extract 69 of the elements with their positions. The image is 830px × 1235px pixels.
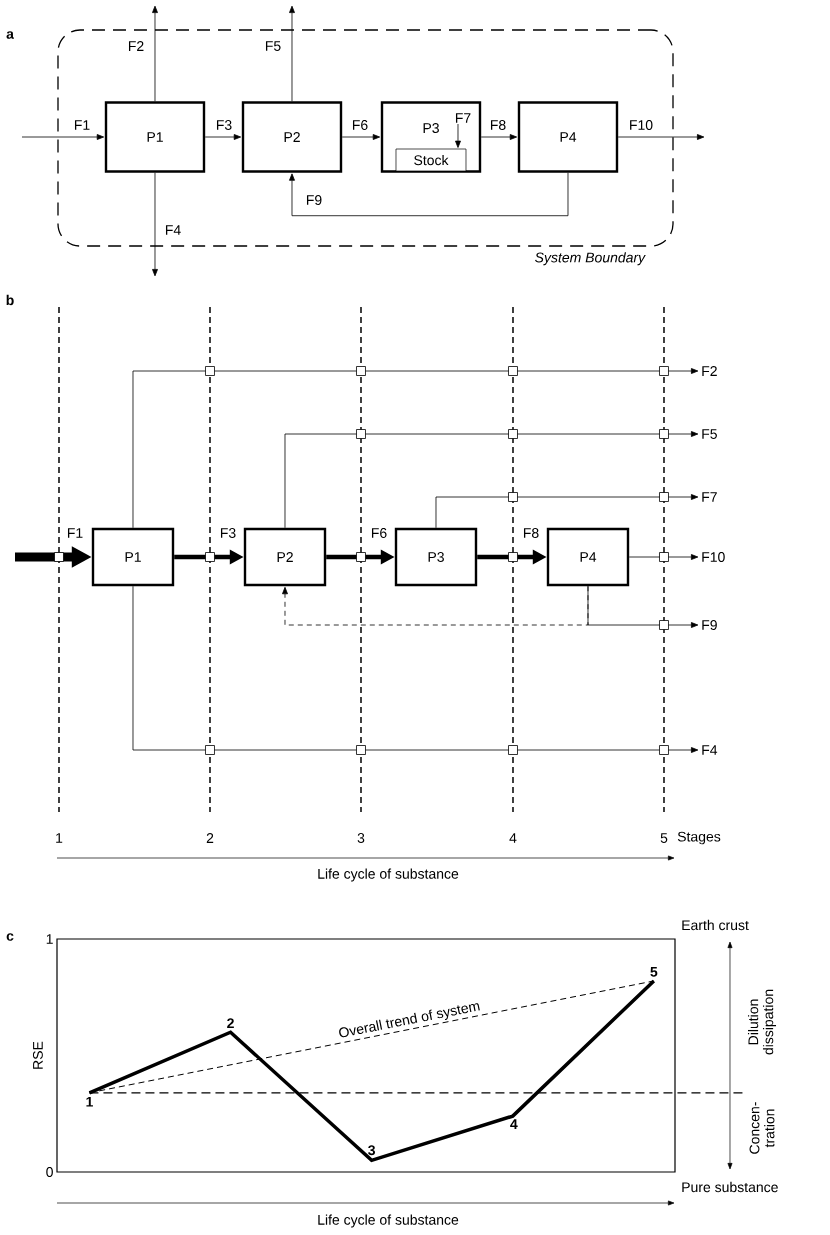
point-label: 4 xyxy=(510,1119,518,1129)
arrow xyxy=(132,585,699,753)
flow-label: F7 xyxy=(702,492,717,502)
edge-label: F1 xyxy=(65,527,85,539)
process-box: P1 xyxy=(91,527,175,587)
edge-label: F9 xyxy=(304,194,324,206)
point-label: 2 xyxy=(227,1018,234,1028)
annotation-text: Overall trend of system xyxy=(339,1003,480,1038)
arrow xyxy=(152,5,158,102)
stock-box: Stock xyxy=(395,148,467,172)
stage-number: 2 xyxy=(206,833,214,843)
node-label: System Boundary xyxy=(535,252,646,266)
arrow xyxy=(435,494,699,529)
process-box: P2 xyxy=(243,527,327,587)
edge-label: F7 xyxy=(453,112,473,124)
edge-label: F1 xyxy=(72,119,92,131)
panel-letter: b xyxy=(6,294,14,306)
flow-label: F2 xyxy=(702,366,717,376)
axis-label: Life cycle of substance xyxy=(318,868,459,882)
scale-label: Pure substance xyxy=(682,1181,778,1193)
edge-label: F8 xyxy=(521,527,541,539)
y-tick-label: 0 xyxy=(46,1167,53,1177)
arrow xyxy=(204,134,242,140)
edge-label: F6 xyxy=(350,119,370,131)
arrow xyxy=(282,585,589,626)
stage-number: 1 xyxy=(56,833,63,843)
y-tick-label: 1 xyxy=(46,934,53,944)
process-box: P4 xyxy=(517,101,619,173)
flow-label: F4 xyxy=(702,745,718,755)
stage-number: 5 xyxy=(660,833,668,843)
y-axis-title: RSE xyxy=(32,1041,43,1069)
edge-label: F5 xyxy=(263,40,283,52)
process-box: P2 xyxy=(241,101,343,173)
edge-label: F4 xyxy=(163,224,183,236)
process-box: P3 xyxy=(394,527,478,587)
process-box: P4 xyxy=(546,527,630,587)
arrow xyxy=(289,5,295,102)
edge-label: F10 xyxy=(627,119,655,131)
edge-label: F3 xyxy=(218,527,238,539)
arrow xyxy=(284,431,699,529)
edge-label: F3 xyxy=(214,119,234,131)
point-label: 5 xyxy=(650,967,658,977)
scale-label: Concen- tration xyxy=(749,1102,775,1154)
axis-label: Life cycle of substance xyxy=(318,1214,459,1228)
edge-label: F6 xyxy=(369,527,389,539)
flow-label: F10 xyxy=(702,552,725,562)
edge-label: F8 xyxy=(488,119,508,131)
scale-label: Earth crust xyxy=(682,919,749,931)
arrow xyxy=(480,134,518,140)
arrow xyxy=(21,134,105,140)
process-box: P1 xyxy=(104,101,206,173)
arrow xyxy=(628,554,699,560)
point-label: 3 xyxy=(368,1145,376,1156)
arrow xyxy=(341,134,381,140)
panel-letter: a xyxy=(6,31,14,39)
panel-letter: c xyxy=(6,933,14,941)
scale-label: Dilution dissipation xyxy=(748,989,776,1055)
stage-number: 3 xyxy=(357,833,365,843)
arrow xyxy=(455,123,461,148)
point-label: 1 xyxy=(86,1097,93,1107)
arrow xyxy=(617,134,705,140)
flow-label: F5 xyxy=(702,429,717,439)
edge-label: F2 xyxy=(126,40,146,52)
axis-label: Stages xyxy=(677,831,721,845)
stage-number: 4 xyxy=(509,833,517,843)
arrow xyxy=(152,172,158,277)
arrow xyxy=(289,172,569,217)
flow-label: F9 xyxy=(702,620,717,630)
arrow xyxy=(132,368,699,529)
